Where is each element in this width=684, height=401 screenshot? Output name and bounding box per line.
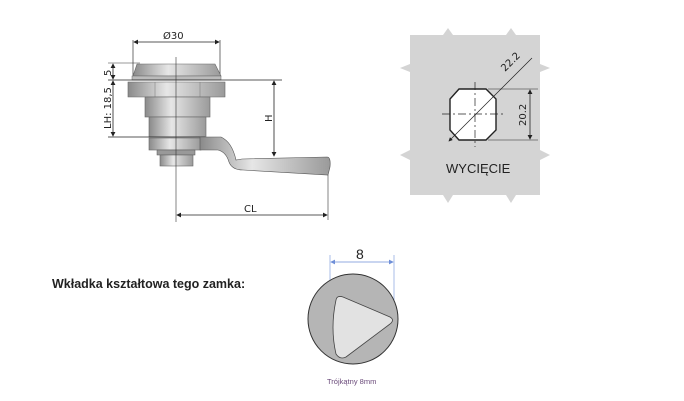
diameter-label: Ø30 (163, 30, 184, 42)
insert-drawing: 8 Trójkątny 8mm (307, 246, 399, 386)
width-label: 20.2 (518, 104, 529, 126)
hex-nut (127, 81, 226, 98)
cam-lever (199, 136, 331, 176)
lock-cap (132, 63, 222, 77)
h-label: H (264, 114, 275, 122)
cap-height-label: 5 (103, 70, 114, 76)
cutout-title: WYCIĘCIE (446, 161, 511, 176)
insert-size-label: 8 (356, 246, 364, 262)
insert-caption: Trójkątny 8mm (327, 377, 376, 386)
cl-label: CL (244, 204, 257, 215)
cam-lock-side-view: Ø30 5 LH: 18,5 H CL (103, 30, 331, 222)
triangle-insert-icon (332, 296, 393, 359)
small-nut (159, 154, 194, 167)
cutout-shape (449, 88, 497, 141)
cutout-panel: 22.2 20.2 WYCIĘCIE (400, 28, 550, 203)
lh-label: LH: 18,5 (103, 87, 114, 129)
insert-heading: Wkładka kształtowa tego zamka: (52, 277, 246, 291)
